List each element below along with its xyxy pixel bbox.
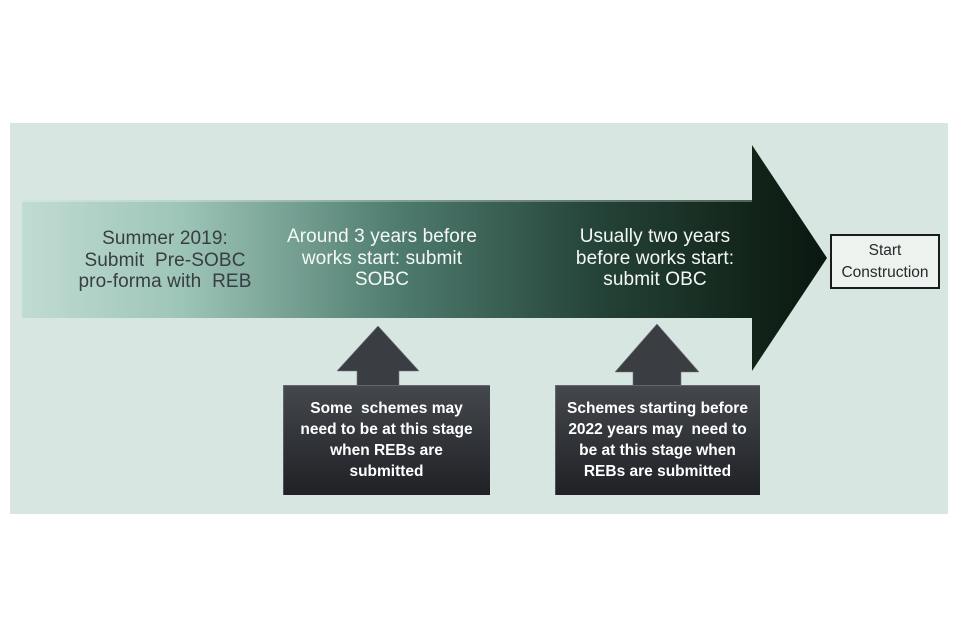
callout-sobc-note: Some schemes may need to be at this stag… xyxy=(283,385,490,495)
callout-line: Schemes starting before xyxy=(567,400,748,417)
stage-2-line: works start: submit xyxy=(301,247,463,269)
stage-2-line: SOBC xyxy=(354,269,410,290)
start-construction-line: Start xyxy=(868,241,902,259)
up-arrow-icon xyxy=(337,326,419,386)
callout-line: 2022 years may need to xyxy=(568,421,747,438)
callout-obc-note: Schemes starting before 2022 years may n… xyxy=(555,385,760,495)
callout-line: when REBs are xyxy=(330,442,443,459)
timeline-arrow-shape xyxy=(22,145,827,371)
stage-1-line: Submit Pre-SOBC xyxy=(84,249,246,271)
callout-line: need to be at this stage xyxy=(300,421,473,438)
start-construction-line: Construction xyxy=(841,263,929,281)
up-arrow-shape xyxy=(337,326,419,386)
stage-1-label: Summer 2019: Submit Pre-SOBC pro-forma w… xyxy=(58,228,272,293)
callout-line: Some schemes may xyxy=(310,400,463,417)
start-construction-box: Start Construction xyxy=(830,234,940,289)
up-arrow-icon xyxy=(615,324,699,386)
timeline-arrow-top-highlight xyxy=(22,200,752,202)
stage-2-label: Around 3 years before works start: submi… xyxy=(270,226,494,291)
timeline-arrow xyxy=(22,145,827,371)
stage-2-line: Around 3 years before xyxy=(286,226,478,247)
stage-3-line: before works start: xyxy=(575,247,735,269)
callout-line: be at this stage when xyxy=(579,442,736,459)
up-arrow-shape xyxy=(615,324,699,386)
callout-line: REBs are submitted xyxy=(583,463,732,480)
stage-3-label: Usually two years before works start: su… xyxy=(543,226,767,291)
stage-1-line: pro-forma with REB xyxy=(78,271,252,292)
stage-3-line: Usually two years xyxy=(579,226,731,247)
stage-1-line: Summer 2019: xyxy=(102,228,228,249)
stage-3-line: submit OBC xyxy=(603,269,707,290)
callout-line: submitted xyxy=(349,463,424,480)
